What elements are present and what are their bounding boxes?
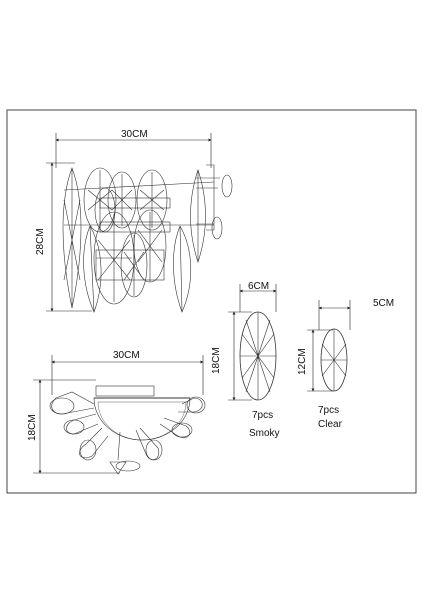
- smoky-label: Smoky: [249, 428, 280, 439]
- top-width-label: 30CM: [113, 350, 140, 361]
- clear-part-view: [307, 300, 351, 392]
- smoky-height-label: 18CM: [211, 347, 222, 374]
- front-width-label: 30CM: [121, 129, 148, 140]
- clear-width-label: 5CM: [373, 298, 395, 309]
- top-depth-label: 18CM: [27, 414, 38, 441]
- clear-height-label: 12CM: [297, 348, 308, 375]
- clear-label: Clear: [318, 419, 342, 430]
- smoky-part-view: [228, 284, 277, 401]
- drawing-frame: [6, 109, 417, 494]
- front-height-label: 28CM: [35, 228, 46, 255]
- front-view: [46, 133, 233, 313]
- smoky-width-label: 6CM: [248, 281, 270, 292]
- smoky-count: 7pcs: [252, 410, 274, 421]
- clear-count: 7pcs: [318, 405, 340, 416]
- top-view: [33, 355, 206, 475]
